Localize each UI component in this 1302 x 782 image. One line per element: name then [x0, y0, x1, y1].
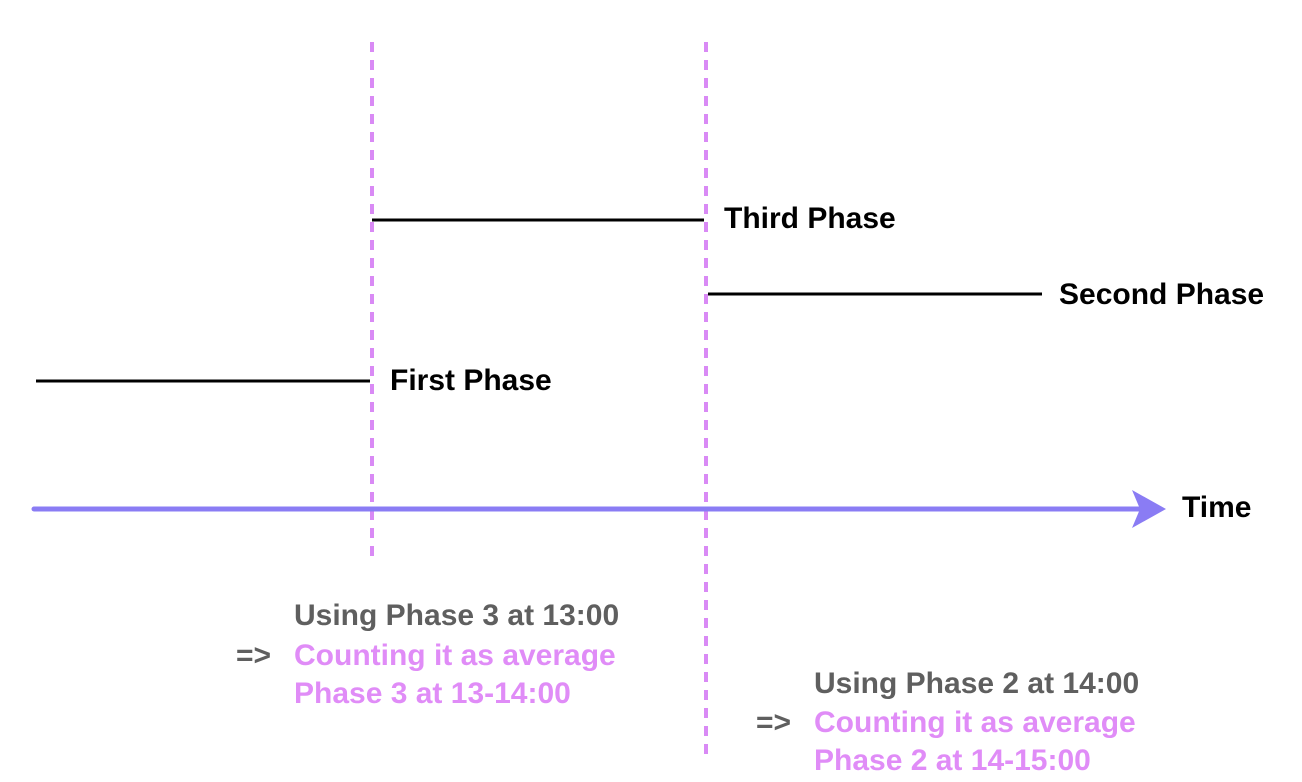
- time-axis-label: Time: [1182, 491, 1252, 524]
- first-phase-label: First Phase: [390, 364, 552, 397]
- note-2-result: Phase 2 at 14-15:00: [814, 744, 1091, 777]
- note-1-result: Phase 3 at 13-14:00: [294, 677, 571, 710]
- note-1-arrow: =>: [236, 639, 272, 672]
- note-2-counting: Counting it as average: [814, 706, 1136, 739]
- note-1-counting: Counting it as average: [294, 639, 616, 672]
- second-phase-label: Second Phase: [1059, 278, 1265, 311]
- third-phase-label: Third Phase: [724, 202, 896, 235]
- time-axis-arrowhead-icon: [1132, 490, 1166, 528]
- note-1-using: Using Phase 3 at 13:00: [294, 599, 620, 632]
- note-2-arrow: =>: [756, 706, 792, 739]
- note-2-using: Using Phase 2 at 14:00: [814, 667, 1140, 700]
